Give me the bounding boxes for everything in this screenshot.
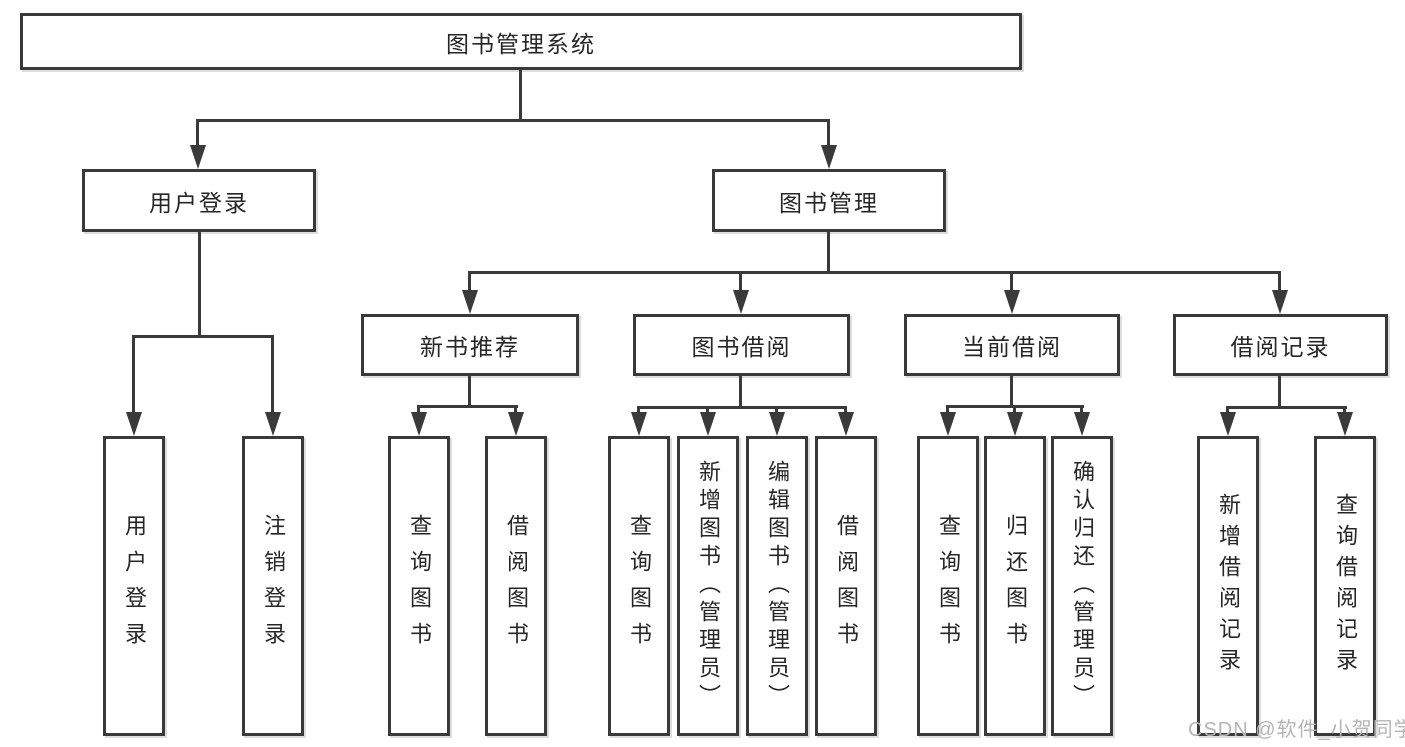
leaf-label: 确认归还（管理员） (1070, 460, 1095, 712)
arrowhead-icon (1074, 412, 1090, 436)
arrowhead-icon (821, 145, 837, 169)
leaf-label: 查询图书 (627, 514, 652, 658)
leaf-label: 查询借阅记录 (1333, 493, 1358, 679)
arrowhead-icon (1220, 412, 1236, 436)
connector-segment (739, 376, 742, 408)
node-new-book-recommend: 新书推荐 (361, 314, 579, 376)
arrowhead-icon (700, 412, 716, 436)
connector-segment (198, 232, 201, 336)
arrowhead-icon (940, 412, 956, 436)
leaf-logout: 注销登录 (242, 436, 304, 736)
connector-segment (946, 405, 949, 417)
node-label: 图书借阅 (691, 334, 792, 360)
connector-segment (1278, 376, 1281, 408)
connector-segment (417, 405, 518, 408)
connector-segment (417, 405, 420, 417)
connector-segment (1278, 271, 1281, 294)
leaf-edit-books-admin: 编辑图书（管理员） (746, 436, 808, 736)
node-book-borrow: 图书借阅 (633, 314, 850, 376)
connector-segment (827, 232, 830, 272)
node-library-management-system: 图书管理系统 (20, 13, 1022, 70)
connector-segment (196, 119, 830, 122)
connector-segment (468, 376, 471, 407)
connector-segment (1080, 405, 1083, 417)
leaf-return-books: 归还图书 (984, 436, 1046, 736)
node-label: 新书推荐 (420, 334, 520, 360)
connector-segment (1226, 406, 1229, 417)
connector-segment (514, 405, 517, 417)
connector-segment (132, 335, 135, 416)
leaf-label: 借阅图书 (834, 514, 859, 658)
arrowhead-icon (1272, 290, 1288, 314)
node-current-borrow: 当前借阅 (904, 314, 1120, 376)
connector-segment (468, 271, 471, 294)
arrowhead-icon (190, 145, 206, 169)
leaf-query-books-borrow: 查询图书 (608, 436, 670, 736)
connector-segment (1013, 405, 1016, 417)
connector-segment (519, 70, 522, 120)
leaf-label: 用户登录 (122, 514, 147, 658)
arrowhead-icon (126, 412, 142, 436)
connector-segment (132, 335, 273, 338)
node-label: 图书管理 (779, 189, 879, 216)
connector-segment (637, 406, 640, 417)
leaf-label: 注销登录 (261, 514, 286, 658)
leaf-borrow-books-recommend: 借阅图书 (485, 436, 547, 736)
leaf-label: 新增图书（管理员） (696, 460, 721, 712)
leaf-borrow-books: 借阅图书 (815, 436, 877, 736)
arrowhead-icon (631, 412, 647, 436)
connector-segment (1010, 376, 1013, 407)
connector-segment (637, 406, 846, 409)
leaf-confirm-return-admin: 确认归还（管理员） (1051, 436, 1113, 736)
leaf-user-login: 用户登录 (103, 436, 165, 736)
leaf-query-borrow-record: 查询借阅记录 (1314, 436, 1376, 736)
leaf-label: 查询图书 (936, 514, 961, 658)
leaf-label: 查询图书 (407, 514, 432, 658)
node-label: 当前借阅 (962, 334, 1062, 360)
leaf-add-borrow-record: 新增借阅记录 (1197, 436, 1259, 736)
arrowhead-icon (1004, 290, 1020, 314)
leaf-query-books-current: 查询图书 (917, 436, 979, 736)
connector-segment (827, 119, 830, 149)
node-borrow-records: 借阅记录 (1173, 314, 1388, 376)
arrowhead-icon (508, 412, 524, 436)
leaf-label: 编辑图书（管理员） (765, 460, 790, 712)
connector-segment (775, 406, 778, 417)
arrowhead-icon (411, 412, 427, 436)
connector-segment (196, 119, 199, 149)
connector-segment (1343, 406, 1346, 417)
connector-segment (271, 335, 274, 416)
connector-segment (844, 406, 847, 417)
node-book-management: 图书管理 (712, 169, 946, 232)
node-label: 用户登录 (149, 189, 249, 216)
leaf-label: 新增借阅记录 (1216, 493, 1241, 679)
arrowhead-icon (1337, 412, 1353, 436)
connector-segment (1010, 271, 1013, 294)
arrowhead-icon (838, 412, 854, 436)
node-label: 图书管理系统 (446, 30, 596, 57)
connector-segment (706, 406, 709, 417)
leaf-add-books-admin: 新增图书（管理员） (677, 436, 739, 736)
node-label: 借阅记录 (1230, 334, 1331, 360)
connector-segment (468, 271, 1280, 274)
arrowhead-icon (265, 412, 281, 436)
arrowhead-icon (1007, 412, 1023, 436)
leaf-label: 借阅图书 (504, 514, 529, 658)
arrowhead-icon (733, 290, 749, 314)
connector-segment (739, 271, 742, 294)
arrowhead-icon (462, 290, 478, 314)
node-user-login-group: 用户登录 (82, 169, 316, 232)
connector-segment (1226, 406, 1347, 409)
arrowhead-icon (769, 412, 785, 436)
csdn-watermark: CSDN @软件_小贺同学 (1188, 719, 1405, 741)
leaf-label: 归还图书 (1003, 514, 1028, 658)
leaf-query-books-recommend: 查询图书 (388, 436, 450, 736)
